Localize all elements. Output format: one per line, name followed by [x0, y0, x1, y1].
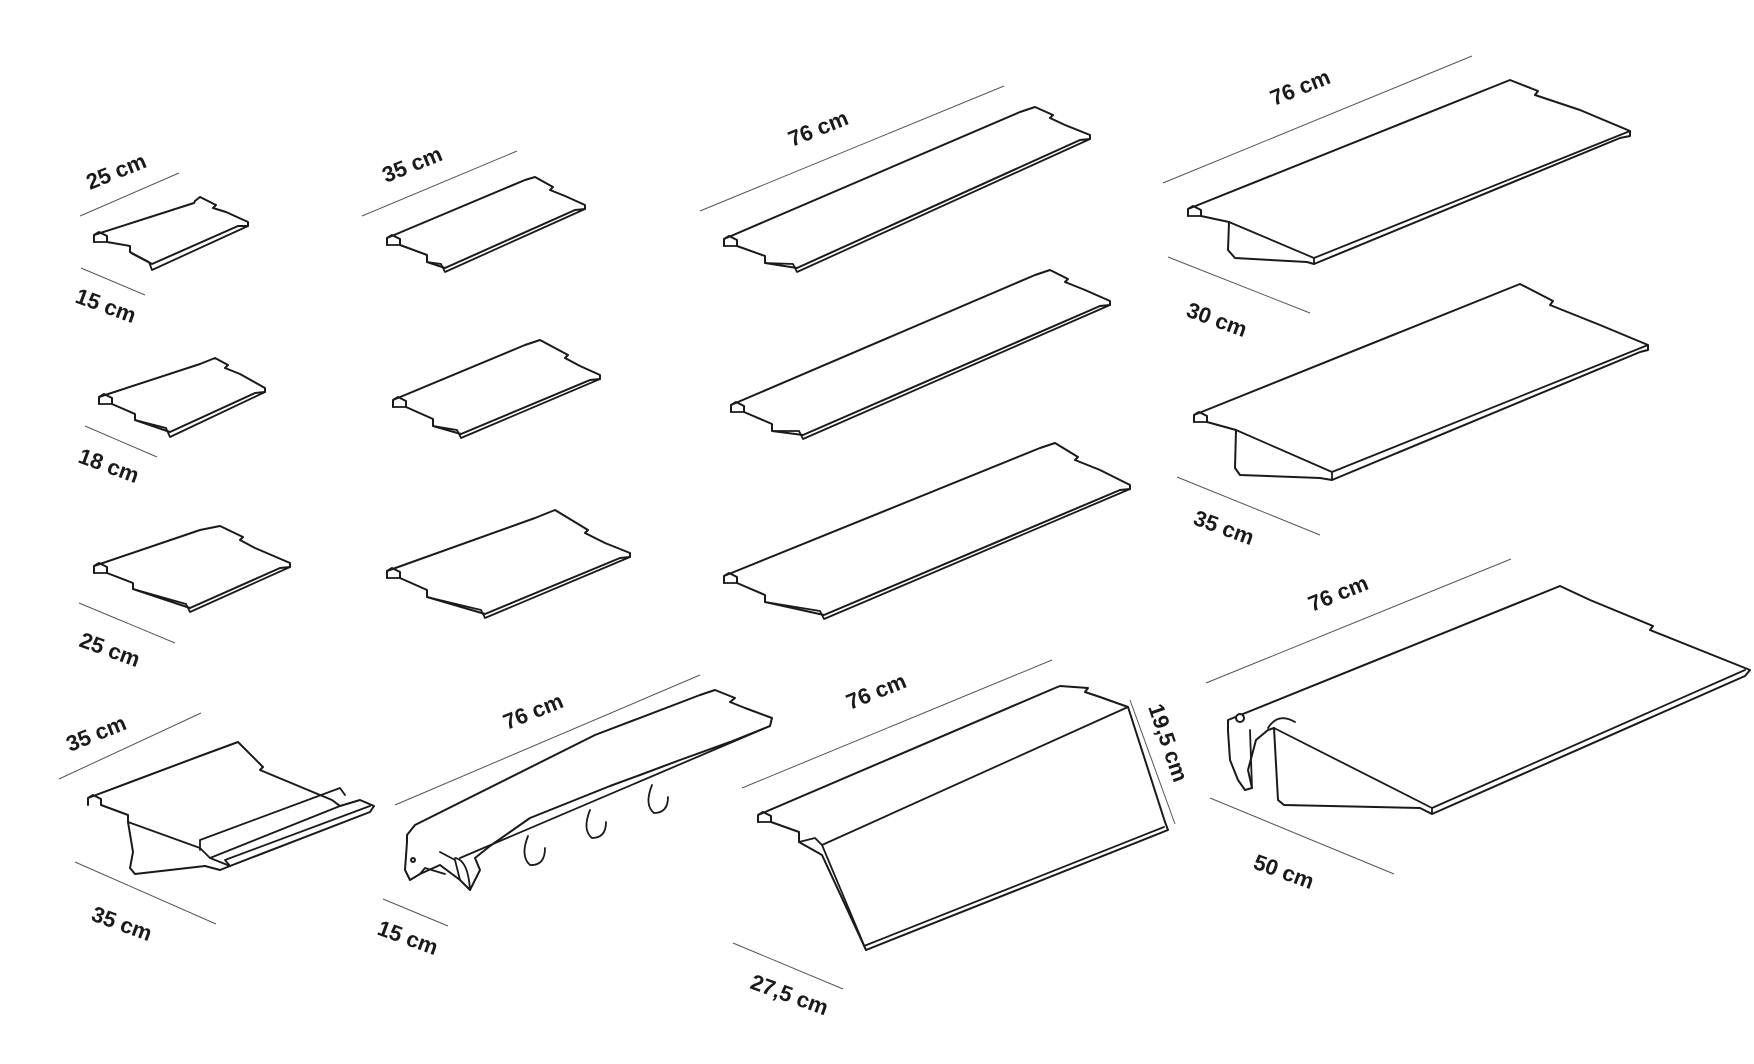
product-shelf-s11	[723, 442, 1131, 620]
depth-label: 35 cm	[88, 901, 155, 946]
depth-dimension-line	[80, 267, 146, 296]
width-label: 76 cm	[843, 668, 910, 715]
coat-hook	[585, 809, 607, 839]
width-label: 25 cm	[83, 148, 150, 195]
depth-label: 25 cm	[76, 627, 143, 672]
depth-label: 15 cm	[72, 283, 139, 328]
product-shelf-s7	[386, 509, 631, 619]
width-dimension-line	[699, 85, 1005, 212]
depth-dimension-line	[1176, 476, 1321, 536]
width-label: 35 cm	[63, 710, 130, 757]
depth-dimension-line	[74, 861, 217, 925]
height-label: 19,5 cm	[1143, 700, 1193, 784]
width-label: 76 cm	[1305, 570, 1372, 617]
width-dimension-line	[394, 674, 701, 806]
depth-dimension-line	[732, 942, 844, 990]
width-dimension-line	[1162, 55, 1473, 184]
depth-dimension-line	[1209, 797, 1395, 875]
width-dimension-line	[361, 150, 518, 217]
product-shelf-s4: 35 cm 35 cm	[58, 710, 375, 946]
depth-dimension-line	[84, 425, 158, 458]
product-shelf-s5: 35 cm	[361, 141, 586, 273]
product-desk-shelf-s15: 76 cm 50 cm	[1205, 558, 1751, 894]
width-label: 76 cm	[1267, 64, 1334, 111]
depth-label: 50 cm	[1250, 849, 1317, 894]
product-hook-rail-s8: 76 cm 15 cm	[374, 674, 773, 960]
width-dimension-line	[1205, 558, 1512, 684]
product-slanted-display-s12: 76 cm 19,5 cm 27,5 cm	[732, 659, 1193, 1020]
depth-label: 35 cm	[1190, 505, 1257, 550]
width-label: 76 cm	[500, 688, 567, 735]
depth-label: 15 cm	[374, 915, 441, 960]
coat-hook	[647, 784, 669, 814]
depth-label: 18 cm	[75, 443, 142, 488]
product-shelf-s10	[730, 269, 1111, 440]
width-dimension-line	[79, 172, 180, 217]
depth-dimension-line	[78, 602, 176, 644]
width-label: 35 cm	[379, 141, 446, 188]
depth-label: 30 cm	[1183, 297, 1250, 342]
width-label: 76 cm	[785, 105, 852, 152]
product-shelf-s6	[392, 339, 601, 439]
product-shelf-s2: 18 cm	[75, 357, 266, 488]
depth-dimension-line	[1167, 256, 1311, 314]
cable-grommet	[1235, 713, 1245, 723]
depth-dimension-line	[382, 898, 449, 927]
product-shelf-bracket-s13: 76 cm 30 cm	[1162, 55, 1631, 342]
product-shelf-s1: 25 cm 15 cm	[72, 148, 249, 328]
width-dimension-line	[741, 659, 1053, 789]
mount-hole	[410, 857, 416, 863]
coat-hook	[523, 835, 546, 866]
product-shelf-s3: 25 cm	[76, 525, 291, 672]
depth-label: 27,5 cm	[747, 969, 831, 1020]
product-shelf-s9: 76 cm	[699, 85, 1091, 273]
width-dimension-line	[58, 712, 202, 780]
height-dimension-line	[1129, 699, 1176, 825]
